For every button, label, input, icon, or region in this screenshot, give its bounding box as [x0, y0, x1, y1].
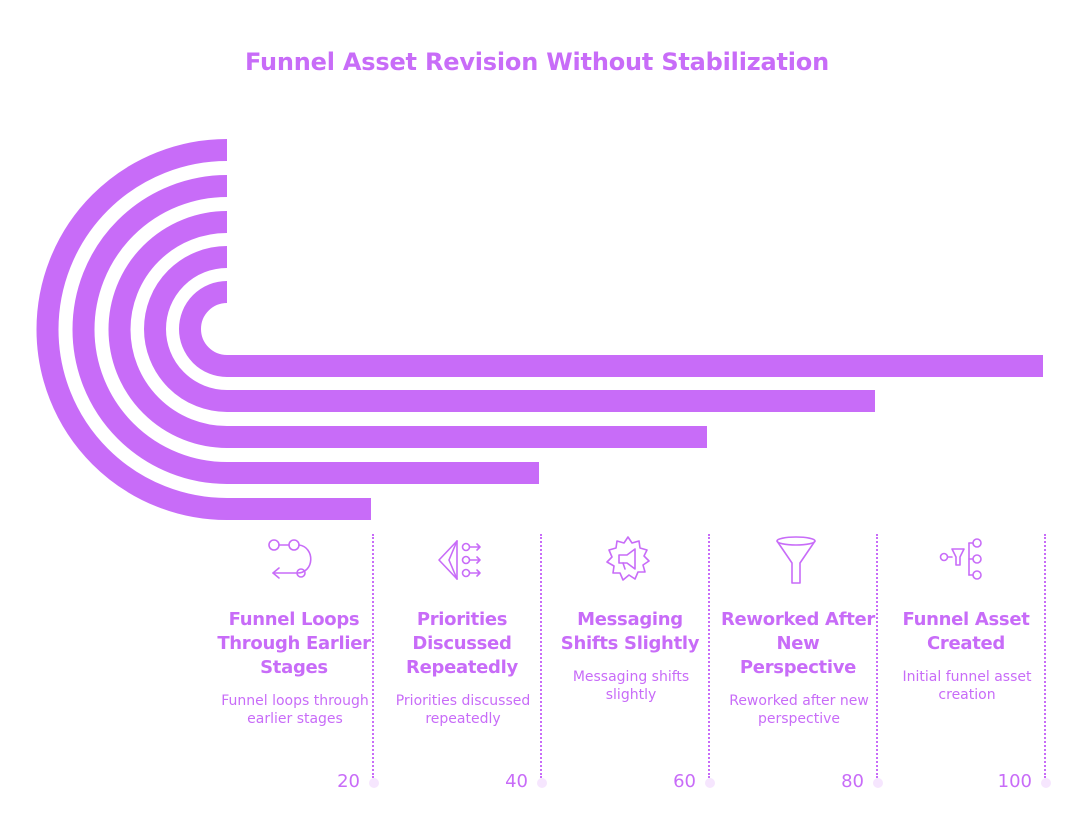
arc-stage-20: [36, 139, 371, 520]
stage-divider: [540, 534, 542, 778]
stage-heading: Funnel Asset Created: [902, 609, 1030, 654]
stage-dot: [873, 778, 883, 788]
stage-dot: [537, 778, 547, 788]
stage-dot: [705, 778, 715, 788]
stage-divider: [372, 534, 374, 778]
stage-column-5: Funnel Asset Created Initial funnel asse…: [886, 530, 1051, 792]
stage-heading: Priorities Discussed Repeatedly: [406, 609, 518, 678]
funnel-network-icon: [886, 532, 1042, 588]
stage-column-4: Reworked After New Perspective Reworked …: [718, 530, 883, 792]
priority-arrows-icon: [382, 532, 538, 588]
stage-heading: Funnel Loops Through Earlier Stages: [217, 609, 371, 678]
arc-stage-40: [72, 175, 539, 484]
arc-stage-80: [144, 246, 875, 412]
revision-arcs: [36, 139, 1043, 520]
stage-description: Initial funnel asset creation: [902, 669, 1032, 703]
megaphone-gear-icon: [550, 532, 706, 588]
funnel-icon: [718, 532, 874, 588]
stage-divider: [1044, 534, 1046, 778]
loop-arrow-icon: [214, 532, 370, 588]
stage-value: 60: [673, 771, 696, 792]
stage-divider: [708, 534, 710, 778]
stage-column-2: Priorities Discussed Repeatedly Prioriti…: [382, 530, 547, 792]
stage-description: Reworked after new perspective: [729, 693, 869, 727]
stage-value: 40: [505, 771, 528, 792]
stage-value: 20: [337, 771, 360, 792]
stage-column-1: Funnel Loops Through Earlier Stages Funn…: [214, 530, 379, 792]
arc-stage-100: [179, 281, 1043, 377]
stage-dot: [1041, 778, 1051, 788]
stage-description: Priorities discussed repeatedly: [395, 693, 531, 727]
stage-value: 80: [841, 771, 864, 792]
stage-description: Funnel loops through earlier stages: [221, 693, 369, 727]
stage-description: Messaging shifts slightly: [572, 669, 690, 703]
stage-value: 100: [997, 771, 1032, 792]
arc-stage-60: [108, 211, 707, 448]
stage-dot: [369, 778, 379, 788]
stage-heading: Messaging Shifts Slightly: [560, 609, 700, 654]
stage-divider: [876, 534, 878, 778]
page-title: Funnel Asset Revision Without Stabilizat…: [245, 48, 829, 76]
stage-column-3: Messaging Shifts Slightly Messaging shif…: [550, 530, 715, 792]
stage-heading: Reworked After New Perspective: [720, 609, 876, 678]
